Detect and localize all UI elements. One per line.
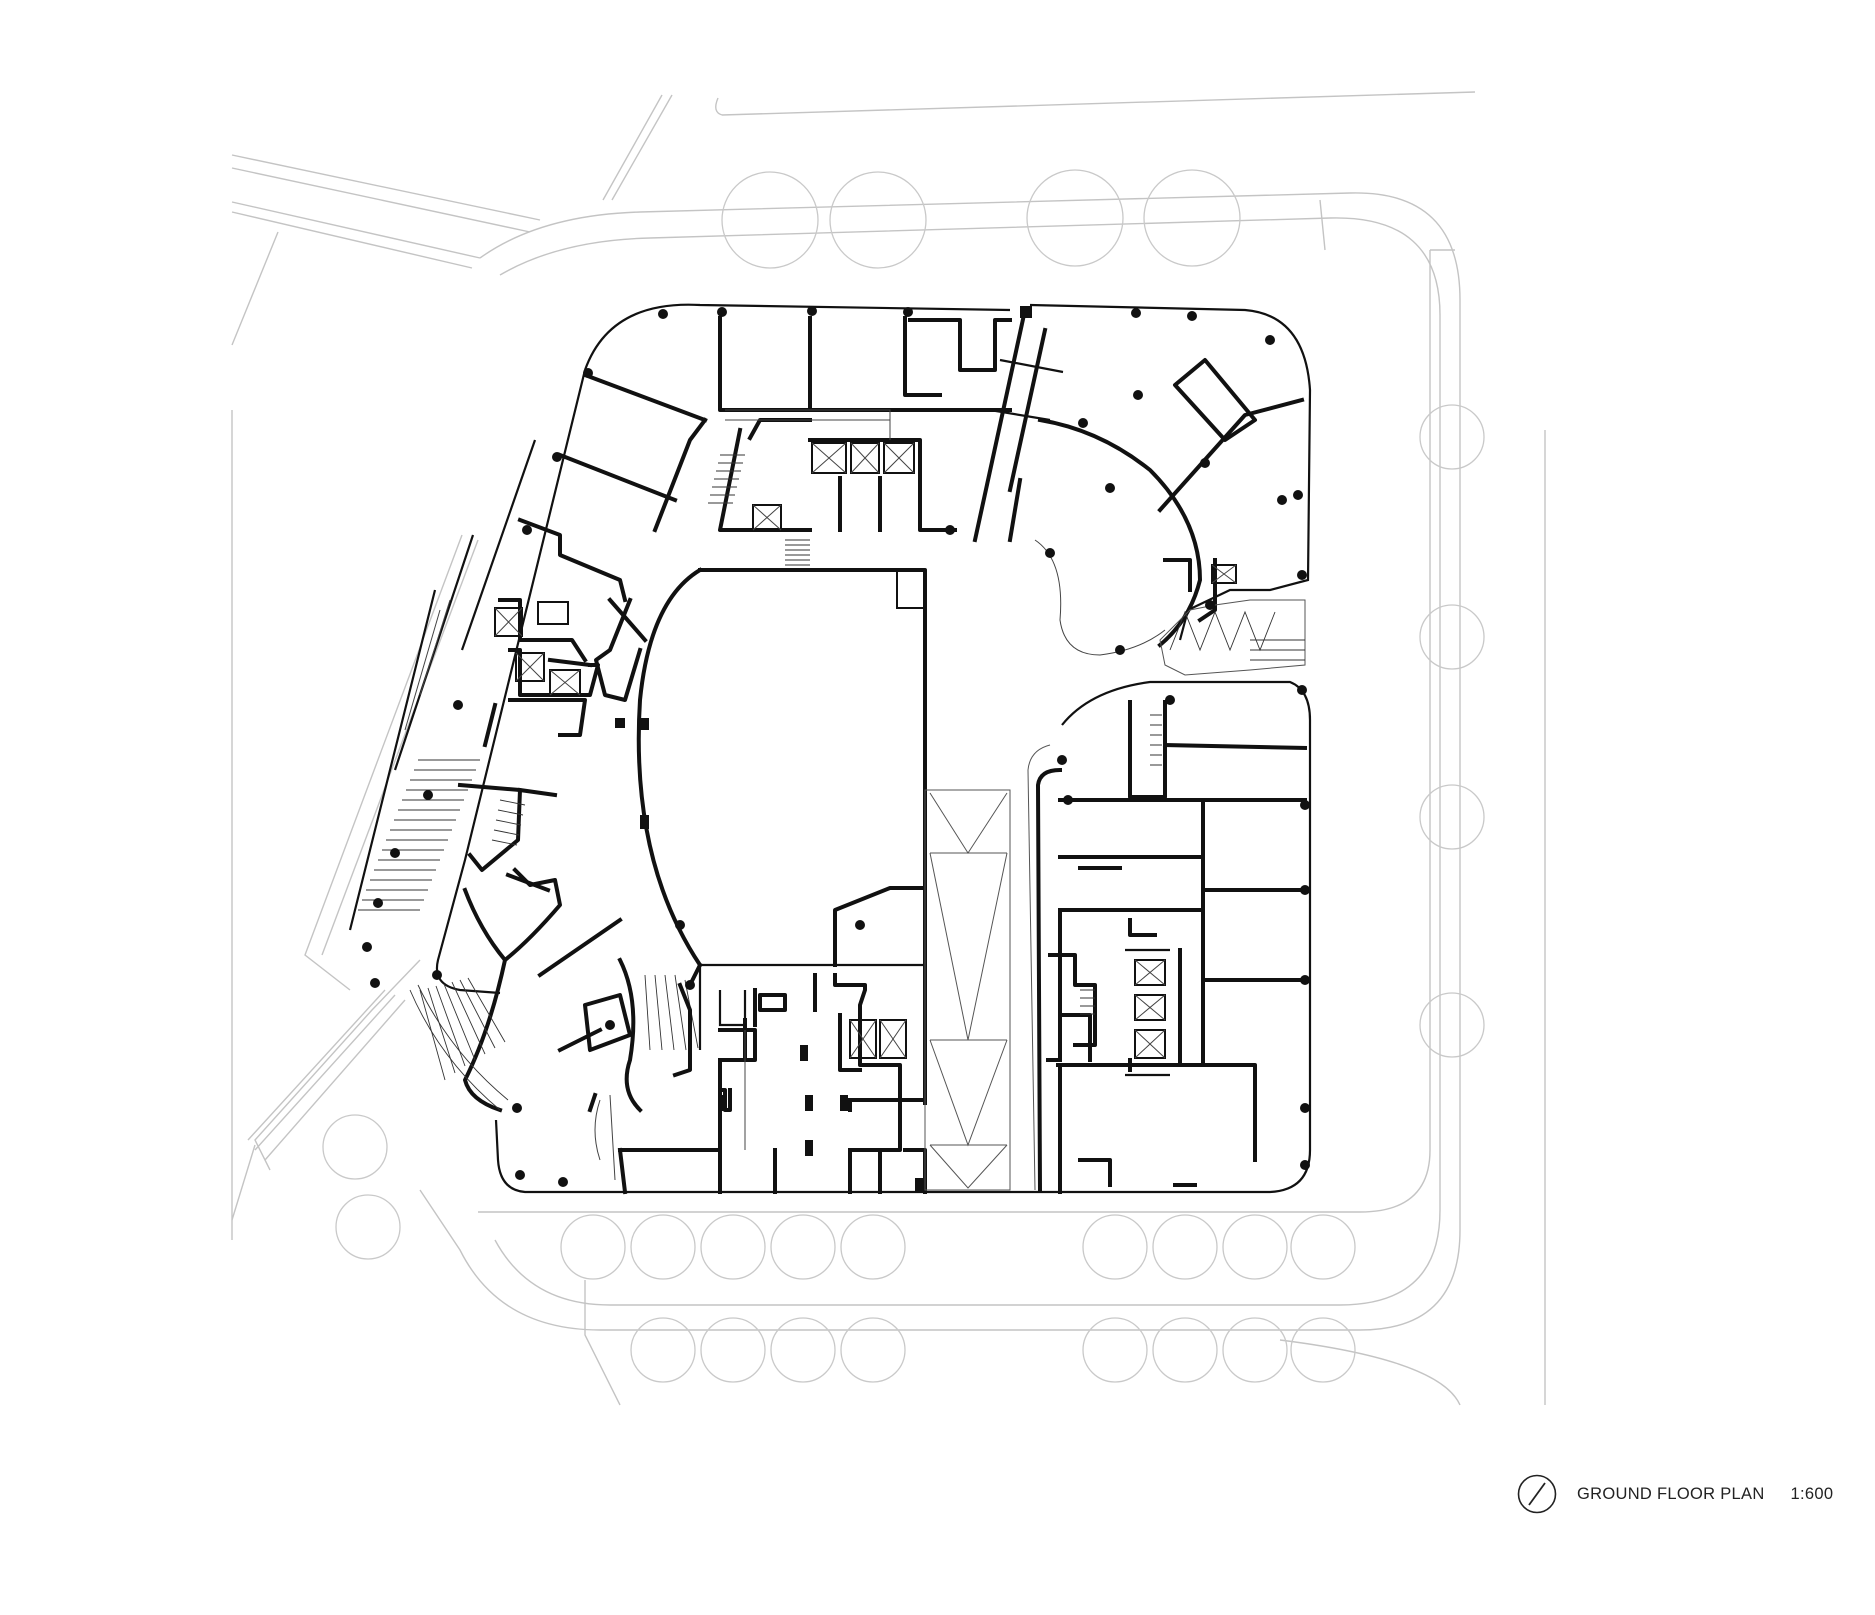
structural-columns <box>362 306 1310 1187</box>
south-west-entrance <box>409 867 747 1195</box>
plan-scale: 1:600 <box>1790 1484 1834 1503</box>
north-arrow-icon <box>1517 1474 1557 1514</box>
north-wing <box>557 307 1064 566</box>
south-lobby <box>718 973 927 1194</box>
west-wing <box>358 517 643 911</box>
plan-title: GROUND FLOOR PLAN <box>1577 1484 1765 1503</box>
north-east-pavilion <box>1034 358 1306 676</box>
street-trees <box>322 169 1485 1383</box>
east-wing <box>1046 700 1308 1194</box>
central-ramp <box>924 744 1063 1193</box>
site-context <box>231 91 1546 1406</box>
central-atrium <box>607 567 927 1105</box>
title-block: GROUND FLOOR PLAN 1:600 <box>1517 1474 1833 1514</box>
